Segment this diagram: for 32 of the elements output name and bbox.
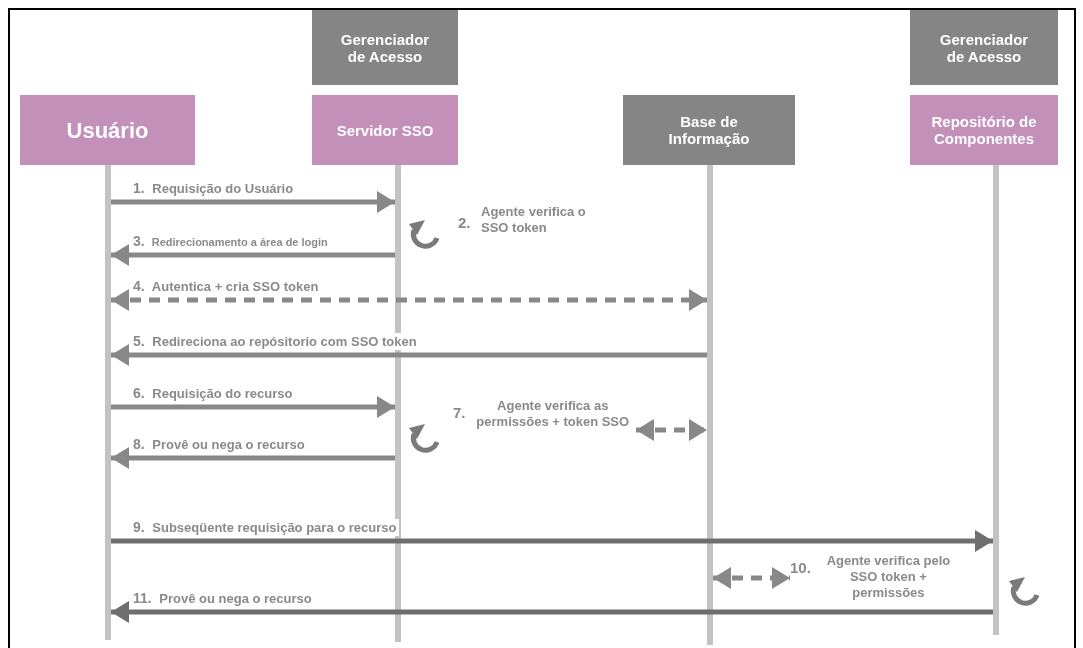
edge-label: 1. Requisição do Usuário [131, 180, 296, 197]
message-arrow [111, 447, 395, 469]
edge-label: 6. Requisição do recurso [131, 385, 295, 402]
role-header-box: Gerenciador de Acesso [910, 10, 1058, 85]
participant-box: Servidor SSO [312, 95, 458, 165]
dashed-arrow [111, 289, 707, 311]
dashed-arrow [713, 567, 790, 589]
lifeline [707, 165, 713, 645]
lifeline [993, 165, 999, 635]
message-arrow [111, 530, 993, 552]
step-number: 2. [458, 213, 471, 233]
message-arrow [111, 601, 993, 623]
step-number: 10. [790, 558, 811, 578]
participant-box: Repositório de Componentes [910, 95, 1058, 165]
edge-label: 8. Provê ou nega o recurso [131, 436, 307, 453]
step-description: Agente verifica pelo SSO token + permissões [825, 553, 952, 601]
edge-label: 5. Redireciona ao repósitorio com SSO token [131, 333, 419, 350]
role-header-box: Gerenciador de Acesso [312, 10, 458, 85]
step-number: 7. [453, 403, 466, 423]
message-arrow [111, 344, 707, 366]
message-arrow [111, 244, 395, 266]
participant-box: Usuário [20, 95, 195, 165]
message-arrow [111, 396, 395, 418]
message-arrow [111, 191, 395, 213]
step-description: Agente verifica o SSO token [481, 204, 587, 236]
edge-label: 3. Redirecionamento a área de login [131, 233, 330, 250]
step-description: Agente verifica as permissões + token SSO [475, 398, 631, 430]
edge-label: 11. Provê ou nega o recurso [131, 590, 314, 607]
lifeline [105, 165, 111, 640]
participant-box: Base de Informação [623, 95, 795, 165]
dashed-arrow [636, 419, 707, 441]
edge-label: 9. Subseqüente requisição para o recurso [131, 519, 399, 536]
